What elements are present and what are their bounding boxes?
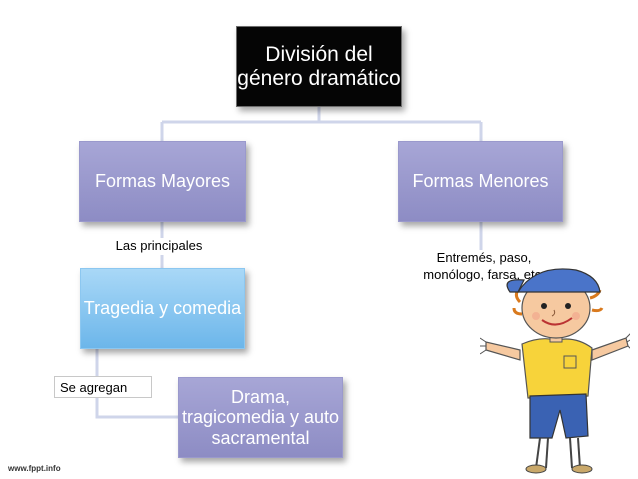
note-principales: Las principales [100, 238, 218, 255]
root-node: División del género dramático [236, 26, 402, 107]
root-node-label: División del género dramático [237, 42, 401, 90]
drama-label: Drama, tragicomedia y auto sacramental [181, 387, 340, 448]
drama-connector [95, 349, 178, 419]
formas-menores-node: Formas Menores [398, 141, 563, 222]
note-formas-menores: Entremés, paso, monólogo, farsa, etc. [418, 250, 550, 284]
formas-mayores-label: Formas Mayores [94, 171, 231, 192]
note-se-agregan: Se agregan [54, 376, 152, 398]
formas-mayores-node: Formas Mayores [79, 141, 246, 222]
watermark: www.fppt.info [8, 464, 61, 473]
cartoon-boy-illustration [480, 268, 630, 474]
formas-menores-label: Formas Menores [412, 171, 549, 192]
tragedia-comedia-node: Tragedia y comedia [80, 268, 245, 349]
drama-node: Drama, tragicomedia y auto sacramental [178, 377, 343, 458]
tragedia-comedia-label: Tragedia y comedia [83, 298, 242, 319]
